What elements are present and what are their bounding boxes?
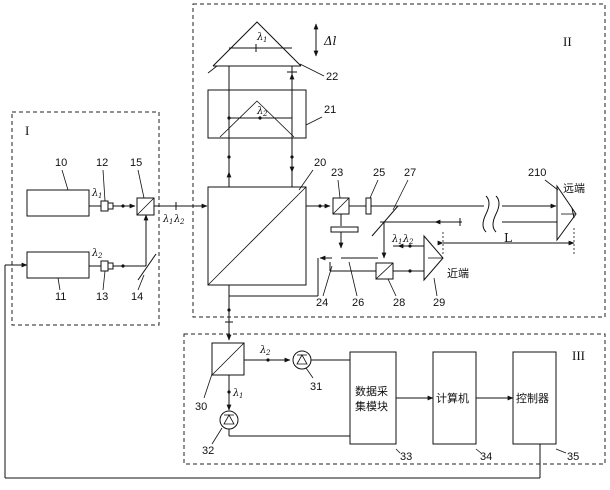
label-30: 30 [195, 401, 207, 413]
label-14: 14 [131, 291, 143, 303]
far-end-label: 远端 [563, 182, 585, 195]
det-lambda2-sub: 2 [265, 349, 271, 357]
combined-lambda1-sub: 1 [169, 218, 173, 226]
ref-lambda2-sub: 2 [262, 110, 268, 118]
label-24: 24 [316, 297, 328, 309]
isolator-13 [101, 261, 108, 271]
label-23: 23 [331, 167, 343, 179]
label-26: 26 [352, 297, 364, 309]
computer-text: 计算机 [436, 391, 469, 405]
label-28: 28 [393, 297, 405, 309]
plate-26 [331, 227, 358, 232]
near-lambda2-sub: 2 [408, 238, 414, 246]
label-12: 12 [96, 157, 108, 169]
label-27: 27 [404, 167, 416, 179]
label-10: 10 [55, 157, 67, 169]
daq-text-line1: 数据采 [355, 384, 388, 398]
near-end-label: 近端 [447, 267, 469, 280]
delta-l-label: Δl [323, 34, 337, 48]
module-I-label: I [25, 123, 29, 138]
module-III-label: III [572, 348, 585, 363]
photodetector-31 [293, 351, 311, 369]
label-13: 13 [96, 291, 108, 303]
break-mark-left [483, 196, 489, 232]
label-11: 11 [55, 291, 66, 303]
filter-25 [366, 198, 371, 214]
label-34: 34 [480, 451, 492, 463]
label-33: 33 [400, 451, 412, 463]
lambda2-sub: 2 [97, 252, 103, 260]
laser-10 [27, 190, 89, 216]
label-31: 31 [310, 381, 322, 393]
det-lambda1-sub: 1 [239, 392, 243, 400]
lambda1-sub: 1 [98, 192, 102, 200]
label-15: 15 [130, 157, 142, 169]
daq-text-line2: 集模块 [355, 399, 388, 413]
near-lambda1-sub: 1 [398, 238, 402, 246]
ref-lambda1-sub: 1 [263, 36, 267, 44]
break-mark-right [493, 196, 499, 232]
photodetector-32 [220, 411, 238, 429]
mirror-27 [372, 206, 398, 236]
label-210: 210 [528, 167, 546, 179]
label-29: 29 [433, 297, 445, 309]
label-21: 21 [324, 104, 336, 116]
laser-11 [27, 252, 89, 278]
label-22: 22 [326, 71, 338, 83]
label-35: 35 [567, 451, 579, 463]
label-25: 25 [373, 167, 385, 179]
module-II-label: II [563, 34, 572, 49]
label-32: 32 [202, 445, 214, 457]
label-20: 20 [314, 157, 326, 169]
daq-module-33 [350, 352, 396, 444]
combined-lambda2-sub: 2 [179, 218, 185, 226]
corner-reflector-22 [213, 22, 301, 66]
controller-text: 控制器 [516, 391, 549, 405]
mirror-14 [138, 254, 156, 280]
distance-L-label: L [504, 231, 512, 245]
isolator-12 [101, 201, 108, 211]
